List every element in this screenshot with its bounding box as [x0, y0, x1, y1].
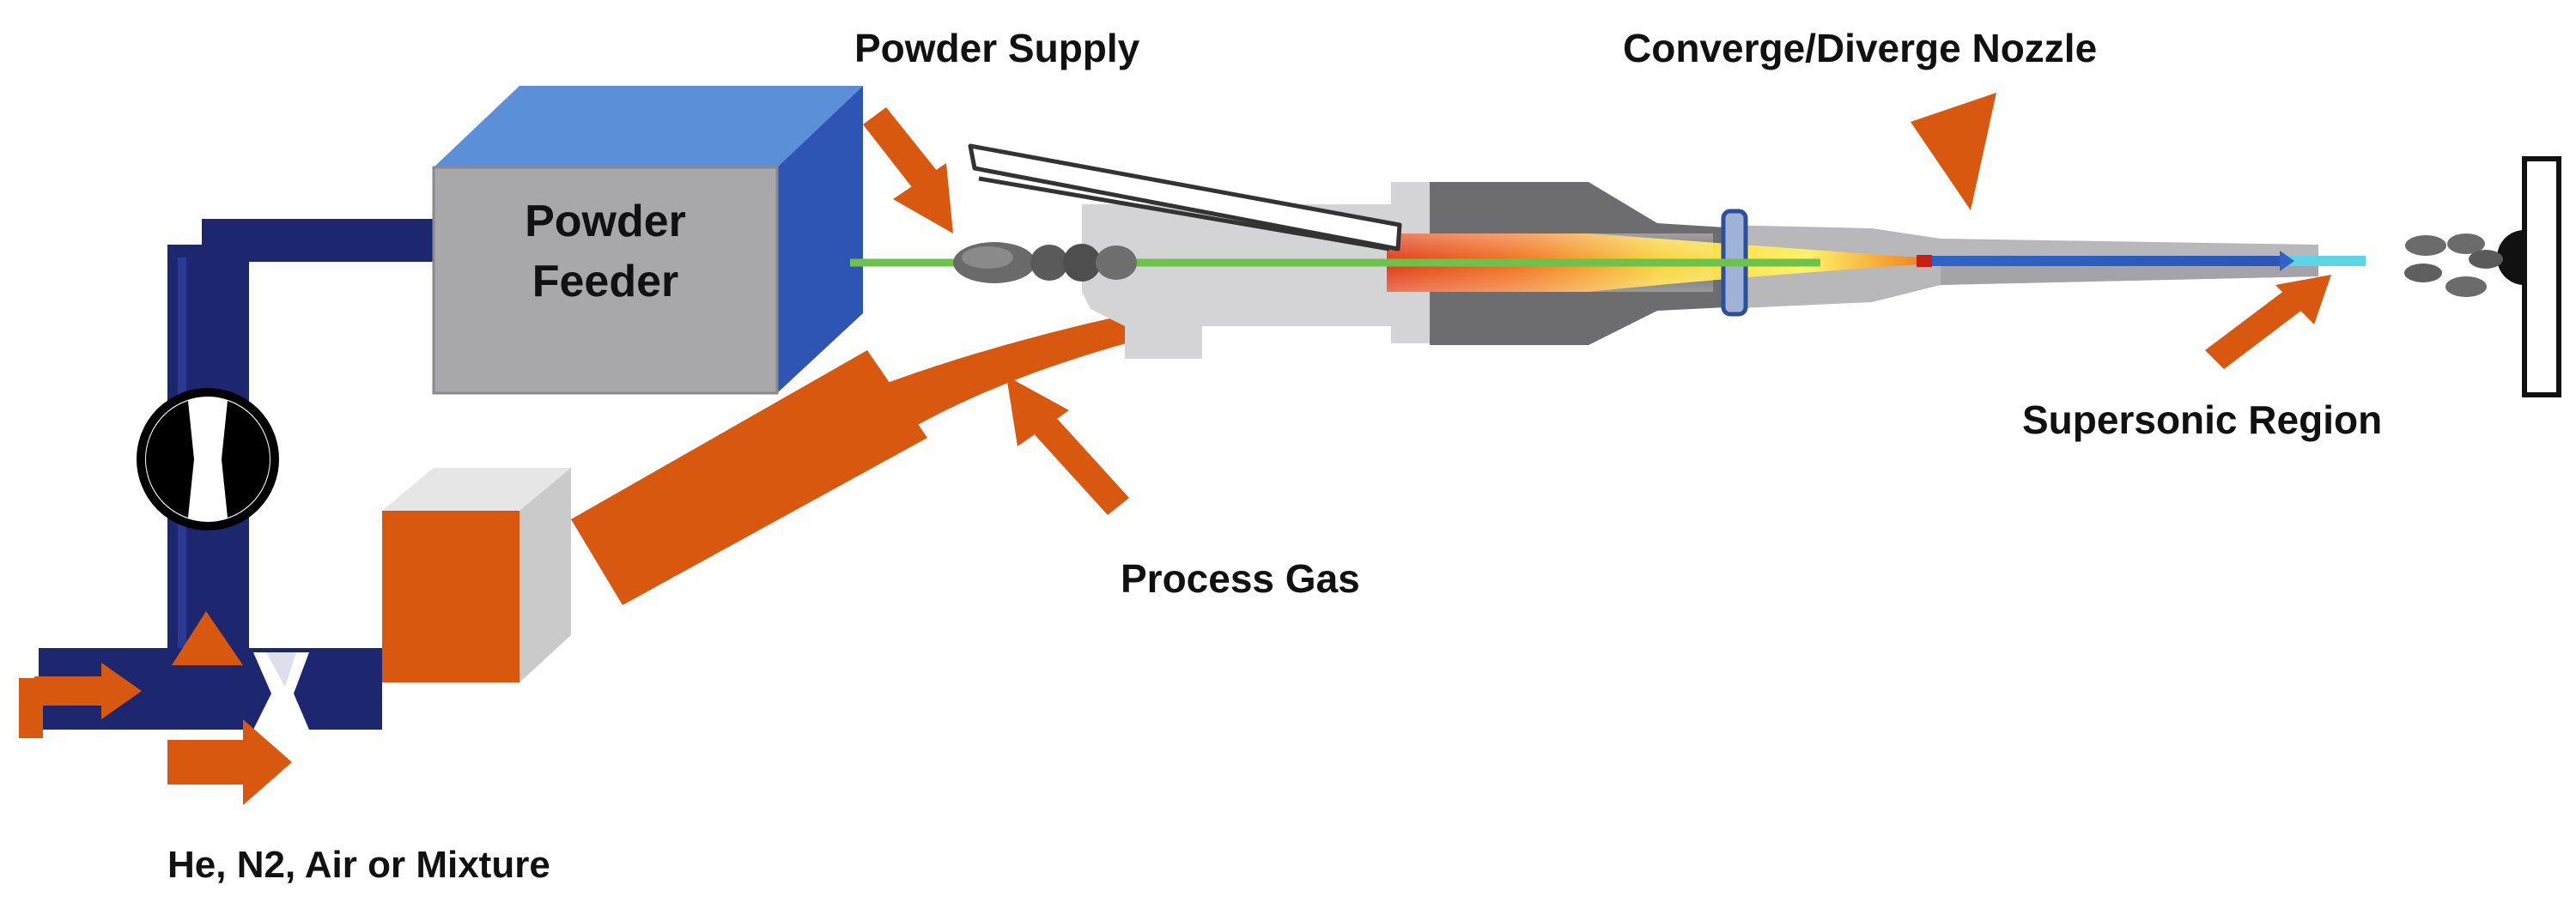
- pipe-manifold-right: [322, 648, 382, 725]
- supersonic-jet-tail: [2280, 256, 2366, 266]
- powder-supply-tube: [968, 143, 1402, 252]
- inlet-arrow-bottom: [167, 719, 292, 805]
- gas-heater: [382, 468, 571, 682]
- heater-front: [382, 511, 519, 682]
- label-nozzle: Converge/Diverge Nozzle: [1623, 26, 2097, 70]
- process-gas-arrow: [1006, 376, 1129, 515]
- label-process-gas: Process Gas: [1121, 556, 1360, 601]
- feeder-top: [434, 86, 863, 167]
- substrate: [2404, 156, 2561, 397]
- powder-feeder: Powder Feeder: [432, 86, 863, 395]
- valve-vertical: [137, 388, 279, 530]
- heater-top: [382, 468, 571, 511]
- label-gas-source: He, N2, Air or Mixture: [167, 844, 550, 886]
- substrate-plate: [2522, 156, 2561, 397]
- hose-coupling: [571, 350, 927, 605]
- powder-supply-arrow: [863, 107, 953, 233]
- heater-side: [519, 468, 571, 682]
- supersonic-region-arrow: [2205, 275, 2331, 369]
- feeder-label-line2: Feeder: [532, 257, 679, 306]
- label-supersonic-region: Supersonic Region: [2022, 397, 2382, 442]
- label-powder-supply: Powder Supply: [854, 26, 1140, 70]
- feeder-front: [432, 166, 779, 395]
- inlet-arrow-top: [19, 663, 142, 738]
- nozzle-pointer-triangle: [1911, 93, 1996, 210]
- feeder-label-line1: Powder: [525, 197, 686, 246]
- nozzle-throat: [1917, 255, 1932, 267]
- manifold-flow-triangle: [172, 611, 243, 665]
- supersonic-jet: [1932, 256, 2284, 266]
- valve-manifold: [253, 652, 309, 730]
- feeder-side: [777, 86, 863, 393]
- powder-particles-feed: [953, 242, 1137, 283]
- deposit-bump: [2497, 230, 2524, 285]
